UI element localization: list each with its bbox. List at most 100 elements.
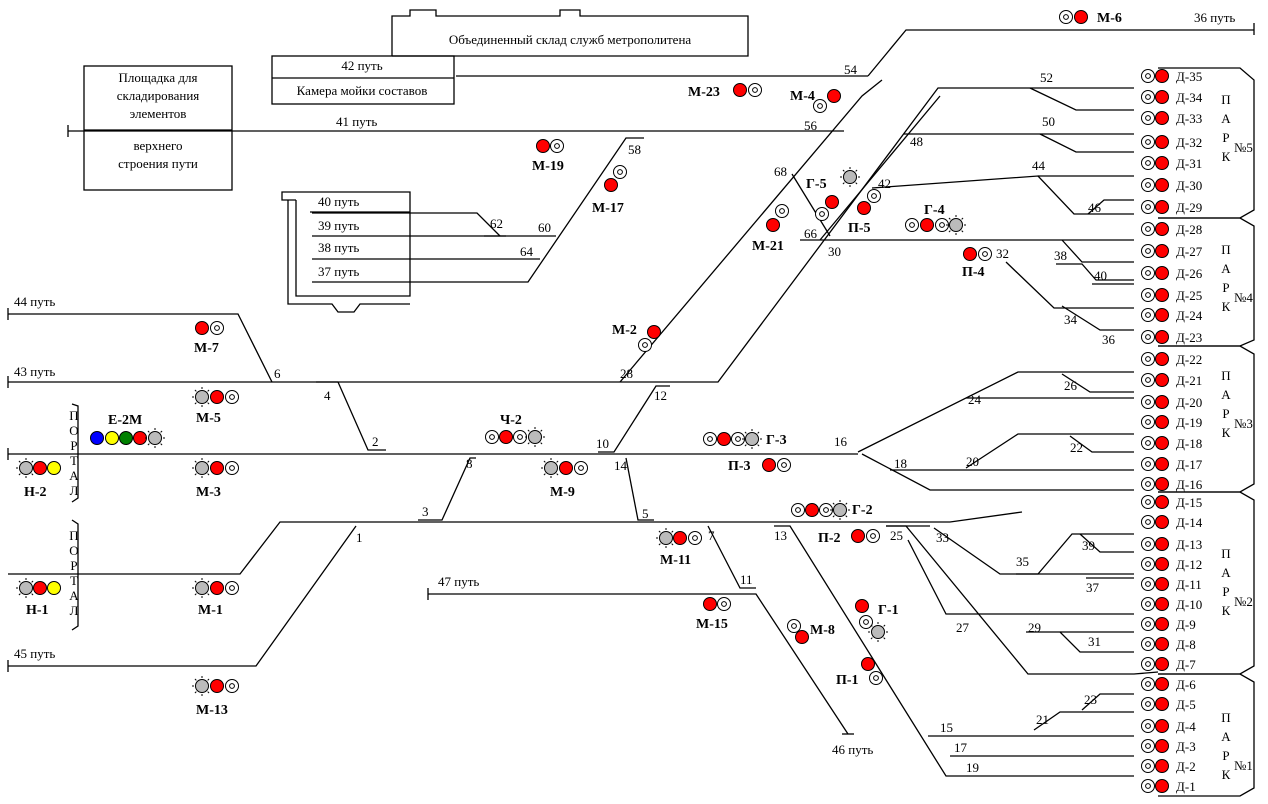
signal-m17[interactable]: М-17 <box>592 165 627 217</box>
switch-number: 29 <box>1028 620 1041 635</box>
signal-m7[interactable]: М-7 <box>194 321 224 357</box>
switch-number: 25 <box>890 528 903 543</box>
depot-signal[interactable]: Д-35 <box>1141 69 1203 84</box>
depot-signal[interactable]: Д-29 <box>1141 200 1203 215</box>
signal-n1[interactable]: Н-1 <box>16 578 61 618</box>
lamp-white <box>638 338 652 352</box>
signal-g4[interactable]: Г-4 <box>905 203 967 235</box>
signal-ch2[interactable]: Ч-2 <box>485 413 546 447</box>
depot-signal-label: Д-20 <box>1176 395 1202 410</box>
signal-m6[interactable]: М-6 <box>1059 10 1122 27</box>
signal-m4[interactable]: М-4 <box>790 89 841 113</box>
signal-g3[interactable]: Г-3 <box>703 429 787 449</box>
lamp-red <box>1155 537 1169 551</box>
depot-signal[interactable]: Д-1 <box>1141 779 1196 794</box>
depot-signal[interactable]: Д-25 <box>1141 288 1203 303</box>
depot-signal[interactable]: Д-14 <box>1141 515 1203 530</box>
depot-signal[interactable]: Д-31 <box>1141 156 1203 171</box>
switch-number: 40 <box>1094 268 1107 283</box>
signal-m2[interactable]: М-2 <box>612 323 661 352</box>
switch-number: 62 <box>490 216 503 231</box>
depot-signal[interactable]: Д-23 <box>1141 330 1203 345</box>
lamp-red <box>1155 178 1169 192</box>
signal-n2[interactable]: Н-2 <box>16 458 61 500</box>
lamp-white <box>574 461 588 475</box>
lamp-white <box>869 671 883 685</box>
switch-number: 12 <box>654 388 667 403</box>
depot-signal[interactable]: Д-19 <box>1141 415 1203 430</box>
lamp-red <box>805 503 819 517</box>
depot-signal[interactable]: Д-13 <box>1141 537 1203 552</box>
signal-m21[interactable]: М-21 <box>752 204 789 255</box>
depot-signal[interactable]: Д-10 <box>1141 597 1203 612</box>
switch-number: 28 <box>620 366 633 381</box>
depot-signal[interactable]: Д-15 <box>1141 495 1203 510</box>
depot-signal[interactable]: Д-5 <box>1141 697 1196 712</box>
signal-m11[interactable]: М-11 <box>656 528 702 568</box>
depot-signal[interactable]: Д-21 <box>1141 373 1203 388</box>
lamp-grey <box>195 581 209 595</box>
signal-m13[interactable]: М-13 <box>192 676 239 718</box>
park-letter: П <box>1221 368 1230 383</box>
depot-signal[interactable]: Д-11 <box>1141 577 1202 592</box>
depot-signal-label: Д-29 <box>1176 200 1202 215</box>
depot-signal[interactable]: Д-8 <box>1141 637 1196 652</box>
signal-g1[interactable]: Г-1 <box>855 599 899 643</box>
signal-g2[interactable]: Г-2 <box>791 500 873 520</box>
depot-signal[interactable]: Д-32 <box>1141 135 1203 150</box>
lamp-white <box>1141 111 1155 125</box>
track-46-label: 46 путь <box>832 742 873 757</box>
depot-signal[interactable]: Д-18 <box>1141 436 1203 451</box>
depot-signal[interactable]: Д-33 <box>1141 111 1203 126</box>
depot-signal[interactable]: Д-24 <box>1141 308 1203 323</box>
lamp-white <box>1141 90 1155 104</box>
lamp-white <box>1059 10 1073 24</box>
signal-g5[interactable]: Г-5 <box>806 167 860 221</box>
lamp-red <box>1155 719 1169 733</box>
signal-p2[interactable]: П-2 <box>818 529 880 547</box>
signal-p1[interactable]: П-1 <box>836 657 883 689</box>
signal-m3[interactable]: М-3 <box>192 458 239 500</box>
lamp-yellow <box>105 431 119 445</box>
signal-label: Г-2 <box>852 503 873 518</box>
depot-signal[interactable]: Д-34 <box>1141 90 1203 105</box>
signal-label: П-4 <box>962 265 985 280</box>
depot-signal[interactable]: Д-4 <box>1141 719 1197 734</box>
signal-p3[interactable]: П-3 <box>728 458 791 475</box>
depot-signal[interactable]: Д-26 <box>1141 266 1203 281</box>
park-number: №2 <box>1234 594 1253 609</box>
depot-signal[interactable]: Д-6 <box>1141 677 1197 692</box>
signal-m5[interactable]: М-5 <box>192 387 239 426</box>
switch-number: 23 <box>1084 692 1097 707</box>
signal-m23[interactable]: М-23 <box>688 83 762 101</box>
depot-signal[interactable]: Д-2 <box>1141 759 1196 774</box>
depot-signal[interactable]: Д-16 <box>1141 477 1203 492</box>
signal-m9[interactable]: М-9 <box>541 458 588 500</box>
portal-letter: А <box>69 588 79 603</box>
signal-m8[interactable]: М-8 <box>787 619 835 644</box>
depot-signal[interactable]: Д-27 <box>1141 244 1203 259</box>
signal-m1[interactable]: М-1 <box>192 578 239 618</box>
depot-signal[interactable]: Д-3 <box>1141 739 1196 754</box>
depot-signal[interactable]: Д-17 <box>1141 457 1203 472</box>
depot-signal[interactable]: Д-9 <box>1141 617 1196 632</box>
switch-number: 32 <box>996 246 1009 261</box>
depot-signal[interactable]: Д-20 <box>1141 395 1203 410</box>
depot-signal[interactable]: Д-22 <box>1141 352 1203 367</box>
depot-signal-label: Д-16 <box>1176 477 1203 492</box>
depot-signal[interactable]: Д-28 <box>1141 222 1203 237</box>
track-38-label: 38 путь <box>318 240 359 255</box>
depot-signal-label: Д-6 <box>1176 677 1196 692</box>
depot-signal-label: Д-10 <box>1176 597 1202 612</box>
signal-p5[interactable]: П-5 <box>848 189 881 237</box>
track-45-label: 45 путь <box>14 646 55 661</box>
signal-m15[interactable]: М-15 <box>696 597 731 633</box>
signal-e2m[interactable]: Е-2М <box>90 413 166 448</box>
depot-signal[interactable]: Д-30 <box>1141 178 1203 193</box>
lamp-red <box>1155 395 1169 409</box>
signal-m19[interactable]: М-19 <box>532 139 564 175</box>
depot-signal[interactable]: Д-7 <box>1141 657 1197 672</box>
signal-p4[interactable]: П-4 <box>962 247 992 281</box>
depot-signal[interactable]: Д-12 <box>1141 557 1203 572</box>
